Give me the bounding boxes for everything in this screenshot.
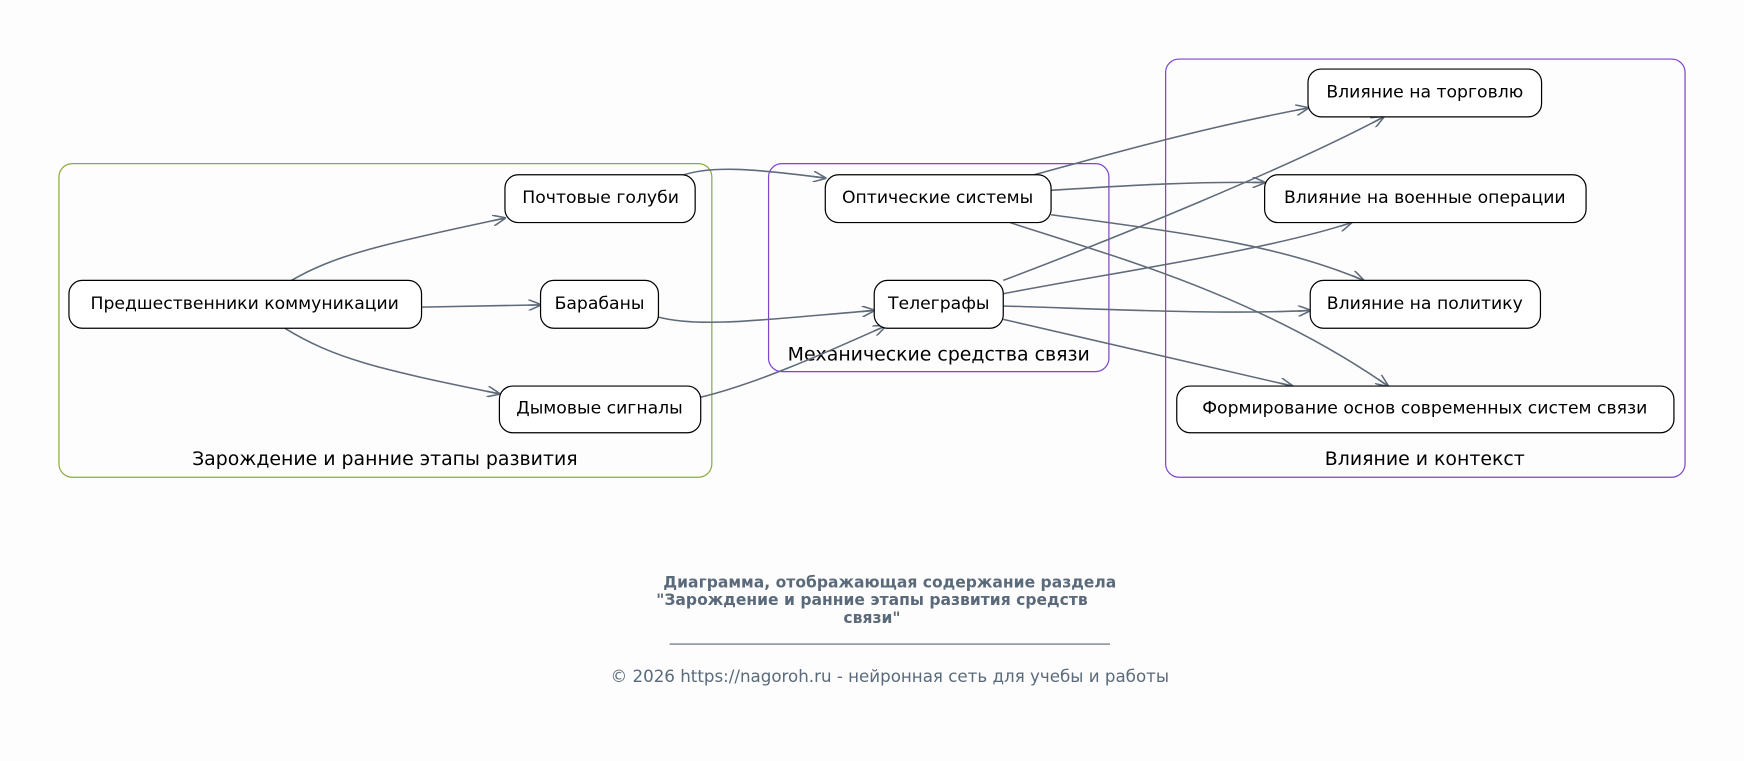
edge-predecessors-drums	[421, 305, 541, 307]
node-smoke[interactable]: Дымовые сигналы	[498, 385, 702, 434]
node-politics-label: Влияние на политику	[1327, 294, 1523, 314]
node-modern[interactable]: Формирование основ современных систем св…	[1176, 385, 1675, 434]
node-predecessors[interactable]: Предшественники коммуникации	[68, 279, 423, 329]
cluster-origins: Зарождение и ранние этапы развития	[58, 163, 713, 478]
edge-telegraphs-military	[1003, 223, 1351, 295]
cluster-influence: Влияние и контекст	[1165, 58, 1686, 478]
edges	[284, 108, 1388, 398]
cluster-mechanical: Механические средства связи	[767, 163, 1110, 373]
node-military[interactable]: Влияние на военные операции	[1264, 174, 1587, 224]
node-smoke-label: Дымовые сигналы	[516, 398, 683, 418]
edge-telegraphs-trade	[1002, 117, 1383, 282]
edge-optical-military	[1051, 182, 1265, 192]
node-trade[interactable]: Влияние на торговлю	[1307, 68, 1543, 118]
node-optical-label: Оптические системы	[842, 188, 1033, 208]
edge-optical-politics	[1050, 214, 1364, 281]
cluster-mechanical-label: Механические средства связи	[788, 343, 1090, 365]
edge-smoke-telegraphs	[700, 326, 886, 398]
cluster-origins-label: Зарождение и ранние этапы развития	[192, 448, 578, 470]
node-predecessors-label: Предшественники коммуникации	[91, 294, 399, 314]
node-politics[interactable]: Влияние на политику	[1309, 279, 1542, 329]
node-pigeons-label: Почтовые голуби	[522, 188, 679, 208]
node-trade-label: Влияние на торговлю	[1326, 82, 1523, 102]
node-optical[interactable]: Оптические системы	[824, 174, 1052, 224]
edge-telegraphs-politics	[1003, 306, 1310, 312]
edge-drums-telegraphs	[658, 310, 874, 324]
node-telegraphs-label: Телеграфы	[887, 294, 990, 314]
edge-optical-modern	[1009, 221, 1388, 387]
node-pigeons[interactable]: Почтовые голуби	[504, 174, 696, 224]
edge-telegraphs-modern	[1003, 318, 1292, 386]
caption-line-2: "Зарождение и ранние этапы развития сред…	[656, 591, 1088, 609]
copyright-text: © 2026 https://nagoroh.ru - нейронная се…	[611, 667, 1170, 686]
node-modern-label: Формирование основ современных систем св…	[1202, 398, 1647, 418]
node-drums[interactable]: Барабаны	[539, 279, 660, 329]
edge-predecessors-pigeons	[291, 218, 505, 282]
edge-pigeons-optical	[680, 168, 826, 178]
node-drums-label: Барабаны	[555, 294, 645, 314]
node-military-label: Влияние на военные операции	[1284, 188, 1566, 208]
caption-line-1: Диаграмма, отображающая содержание разде…	[663, 573, 1116, 591]
cluster-influence-label: Влияние и контекст	[1325, 448, 1525, 470]
edge-optical-trade	[1034, 108, 1308, 176]
edge-predecessors-smoke	[284, 327, 500, 394]
caption-line-3: связи"	[843, 609, 900, 627]
node-telegraphs[interactable]: Телеграфы	[873, 279, 1004, 329]
